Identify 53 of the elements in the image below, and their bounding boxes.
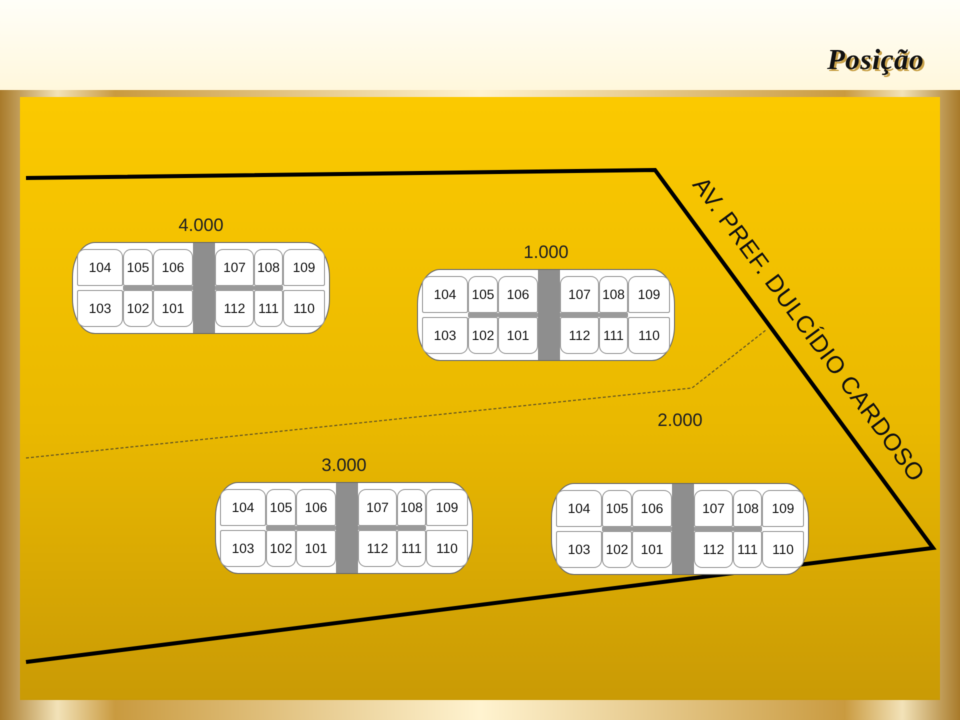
apartment-unit: 112 [215,290,254,327]
apartment-unit: 102 [123,290,153,327]
apartment-unit: 108 [397,489,426,526]
page-title: Posição [827,44,924,77]
apartment-unit: 108 [733,490,762,527]
apartment-unit: 101 [153,290,193,327]
apartment-unit: 109 [283,249,325,286]
building-label: 3.000 [321,455,367,475]
apartment-unit: 101 [498,317,538,354]
apartment-unit: 110 [426,530,468,567]
apartment-unit: 103 [77,290,123,327]
apartment-unit: 107 [560,276,599,313]
apartment-unit: 105 [266,489,296,526]
apartment-unit: 101 [632,531,672,568]
apartment-unit: 112 [358,530,397,567]
apartment-unit: 103 [220,530,266,567]
apartment-unit: 109 [426,489,468,526]
apartment-unit: 111 [254,290,283,327]
apartment-unit: 102 [266,530,296,567]
apartment-unit: 104 [422,276,468,313]
apartment-unit: 109 [628,276,670,313]
apartment-unit: 104 [220,489,266,526]
building-label: 4.000 [178,215,224,235]
apartment-unit: 112 [694,531,733,568]
apartment-unit: 102 [602,531,632,568]
apartment-unit: 106 [296,489,336,526]
apartment-unit: 107 [215,249,254,286]
apartment-unit: 105 [468,276,498,313]
apartment-unit: 108 [599,276,628,313]
apartment-unit: 101 [296,530,336,567]
apartment-unit: 110 [628,317,670,354]
apartment-unit: 112 [560,317,599,354]
apartment-unit: 110 [283,290,325,327]
apartment-unit: 110 [762,531,804,568]
apartment-unit: 107 [694,490,733,527]
apartment-unit: 106 [153,249,193,286]
apartment-unit: 105 [123,249,153,286]
apartment-unit: 106 [498,276,538,313]
apartment-unit: 103 [556,531,602,568]
apartment-unit: 104 [77,249,123,286]
apartment-unit: 111 [599,317,628,354]
apartment-unit: 104 [556,490,602,527]
apartment-unit: 103 [422,317,468,354]
apartment-unit: 111 [397,530,426,567]
apartment-unit: 108 [254,249,283,286]
apartment-unit: 105 [602,490,632,527]
apartment-unit: 107 [358,489,397,526]
apartment-unit: 109 [762,490,804,527]
apartment-unit: 111 [733,531,762,568]
apartment-unit: 102 [468,317,498,354]
building-label: 1.000 [523,242,569,262]
building-label: 2.000 [657,410,703,430]
apartment-unit: 106 [632,490,672,527]
